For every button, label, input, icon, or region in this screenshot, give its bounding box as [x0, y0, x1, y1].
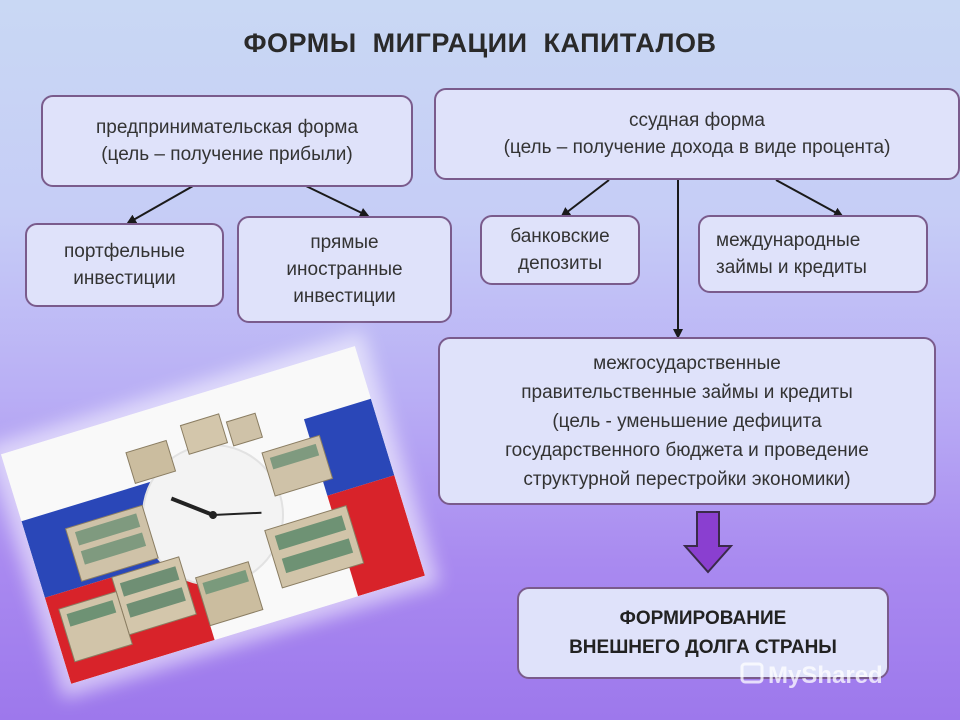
slide-title: ФОРМЫ МИГРАЦИИ КАПИТАЛОВ: [243, 28, 717, 58]
money-clock-flag-photo: [0, 346, 426, 684]
arrow-loan-to-deposits: [560, 179, 610, 218]
money-stacks: [58, 412, 365, 663]
down-arrow-icon: [682, 511, 734, 574]
box-interstate-loans: межгосударственные правительственные зай…: [438, 337, 936, 505]
box-bank-deposits: банковские депозиты: [480, 215, 640, 285]
box-external-debt: ФОРМИРОВАНИЕ ВНЕШНЕГО ДОЛГА СТРАНЫ: [517, 587, 889, 679]
photo-illustration: [0, 346, 426, 684]
box-direct-investments: прямые иностранные инвестиции: [237, 216, 452, 323]
box-international-loans: международные займы и кредиты: [698, 215, 928, 293]
watermark-logo-icon: [740, 662, 764, 684]
box-loan-form: ссудная форма (цель – получение дохода в…: [434, 88, 960, 180]
watermark: MyShared: [768, 662, 883, 689]
arrow-loan-to-international: [775, 179, 844, 217]
arrow-entrepreneurial-to-portfolio: [126, 185, 194, 224]
arrow-entrepreneurial-to-direct: [305, 185, 370, 218]
box-portfolio-investments: портфельные инвестиции: [25, 223, 224, 307]
box-entrepreneurial-form: предпринимательская форма (цель – получе…: [41, 95, 413, 187]
